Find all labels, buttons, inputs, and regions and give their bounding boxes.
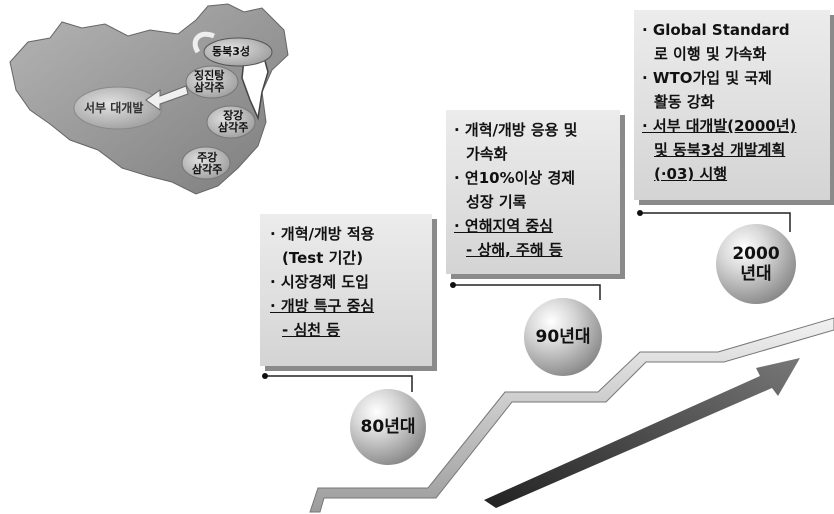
era-2000s-label-1: 2000	[732, 244, 780, 264]
era-2000s-label-2: 년대	[740, 264, 772, 284]
map-label-northeast: 동북3성	[212, 45, 251, 58]
era-80s-label: 80년대	[360, 417, 416, 437]
west-region	[73, 86, 163, 130]
map-label-west: 서부 대개발	[84, 101, 144, 115]
map-label-jingjintang-1: 징진탕	[194, 69, 225, 82]
connector-90s	[453, 284, 601, 300]
era-90s-line-4: 성장 기록	[466, 193, 527, 211]
arrow-northeast	[192, 31, 215, 54]
era-2000s-line-2: 로 이행 및 가속화	[654, 45, 767, 63]
era-80s-ball: 80년대	[350, 389, 426, 465]
era-2000s-ball: 2000 년대	[716, 224, 796, 304]
map-label-changjiang-2: 삼각주	[218, 121, 249, 134]
era-2000s-line-7: (·03) 시행	[654, 165, 728, 183]
changjiang-region	[206, 105, 256, 139]
map-label-zhujiang: 주강 삼각주	[192, 152, 222, 176]
stair-shape	[309, 317, 834, 513]
era-90s-line-3: · 연10%이상 경제	[454, 169, 576, 187]
growth-arrow	[484, 358, 800, 508]
map-label-jingjintang-2: 삼각주	[194, 81, 225, 94]
era-80s-line-5: - 심천 등	[282, 321, 341, 339]
map-label-zhujiang-2: 삼각주	[192, 163, 223, 176]
era-80s-line-4: · 개방 특구 중심	[270, 297, 375, 315]
zhujiang-region	[181, 146, 231, 180]
arrow-west	[145, 85, 189, 111]
map-label-jingjintang: 징진탕 삼각주	[194, 70, 224, 94]
era-80s-line-3: · 시장경제 도입	[270, 273, 369, 291]
era-90s-line-1: · 개혁/개방 응용 및	[454, 121, 578, 139]
era-2000s-line-3: · WTO가입 및 국제	[642, 69, 772, 87]
era-2000s-box: · Global Standard 로 이행 및 가속화 · WTO가입 및 국…	[634, 10, 830, 200]
northeast-region	[203, 37, 273, 67]
map-label-changjiang-1: 장강	[223, 109, 244, 122]
era-80s-line-2: (Test 기간)	[282, 249, 364, 267]
era-90s-line-6: - 상해, 주해 등	[466, 241, 563, 259]
era-90s-line-5: · 연해지역 중심	[454, 217, 553, 235]
era-2000s-line-5: · 서부 대개발(2000년)	[642, 117, 797, 135]
map-label-changjiang: 장강 삼각주	[218, 110, 248, 134]
china-map	[9, 3, 289, 195]
map-label-zhujiang-1: 주강	[197, 151, 218, 164]
era-80s-box: · 개혁/개방 적용 (Test 기간) · 시장경제 도입 · 개방 특구 중…	[260, 214, 432, 366]
era-90s-box: · 개혁/개방 응용 및 가속화 · 연10%이상 경제 성장 기록 · 연해지…	[446, 110, 620, 274]
era-2000s-line-4: 활동 강화	[654, 93, 715, 111]
era-90s-label: 90년대	[535, 327, 591, 347]
era-90s-line-2: 가속화	[466, 145, 508, 163]
jingjintang-region	[185, 65, 239, 99]
connector-80s	[265, 375, 413, 392]
era-2000s-line-6: 및 동북3성 개발계획	[654, 141, 786, 159]
era-90s-ball: 90년대	[524, 298, 602, 376]
connector-2000s	[640, 212, 791, 232]
era-2000s-line-1: · Global Standard	[642, 21, 790, 39]
era-80s-line-1: · 개혁/개방 적용	[270, 225, 375, 243]
